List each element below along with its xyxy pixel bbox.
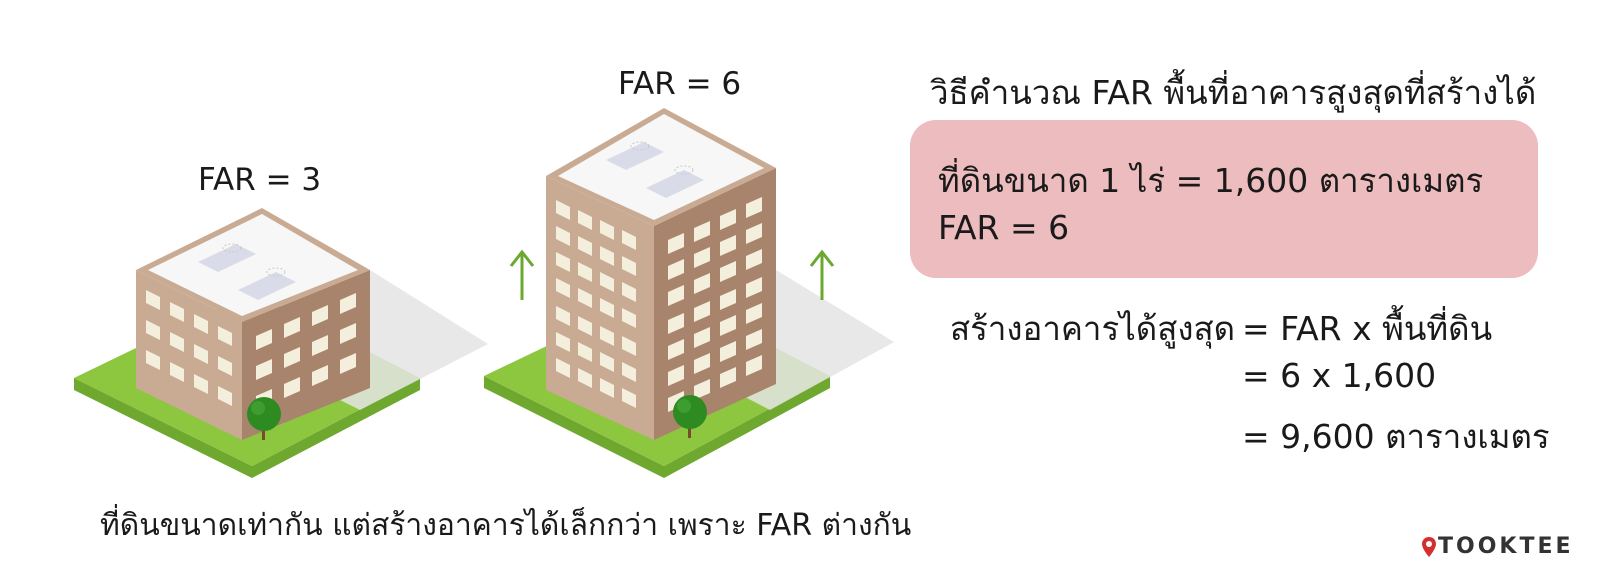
tall-roof: [558, 114, 764, 220]
brand-logo: TOOKTEE: [1422, 534, 1574, 559]
small-roof: [148, 214, 358, 316]
land-size-line: ที่ดินขนาด 1 ไร่ = 1,600 ตารางเมตร: [938, 161, 1484, 200]
tree-icon: [673, 395, 707, 438]
brand-name: TOOKTEE: [1438, 534, 1574, 559]
arrow-up-icon: [809, 249, 835, 300]
tall-building: [484, 108, 894, 478]
far-label-tall: FAR = 6: [618, 66, 742, 102]
formula-result: = 9,600 ตารางเมตร: [1242, 417, 1550, 456]
land-info-box: ที่ดินขนาด 1 ไร่ = 1,600 ตารางเมตร FAR =…: [910, 120, 1538, 278]
far-label-small: FAR = 3: [198, 162, 322, 198]
tree-icon: [247, 397, 281, 440]
location-pin-icon: [1422, 536, 1436, 557]
comparison-caption: ที่ดินขนาดเท่ากัน แต่สร้างอาคารได้เล็กกว…: [100, 508, 912, 543]
tall-wall-right: [654, 168, 776, 440]
small-building: [74, 208, 488, 478]
small-wall-right: [242, 270, 370, 440]
small-wall-left: [136, 270, 242, 440]
calculation-title: วิธีคำนวณ FAR พื้นที่อาคารสูงสุดที่สร้าง…: [930, 73, 1537, 112]
formula-step-2: = 6 x 1,600: [1242, 356, 1437, 395]
max-building-label: สร้างอาคารได้สูงสุด: [950, 309, 1236, 348]
far-value-line: FAR = 6: [938, 208, 1070, 247]
formula-step-1: = FAR x พื้นที่ดิน: [1242, 309, 1493, 348]
arrow-up-icon: [509, 249, 535, 300]
